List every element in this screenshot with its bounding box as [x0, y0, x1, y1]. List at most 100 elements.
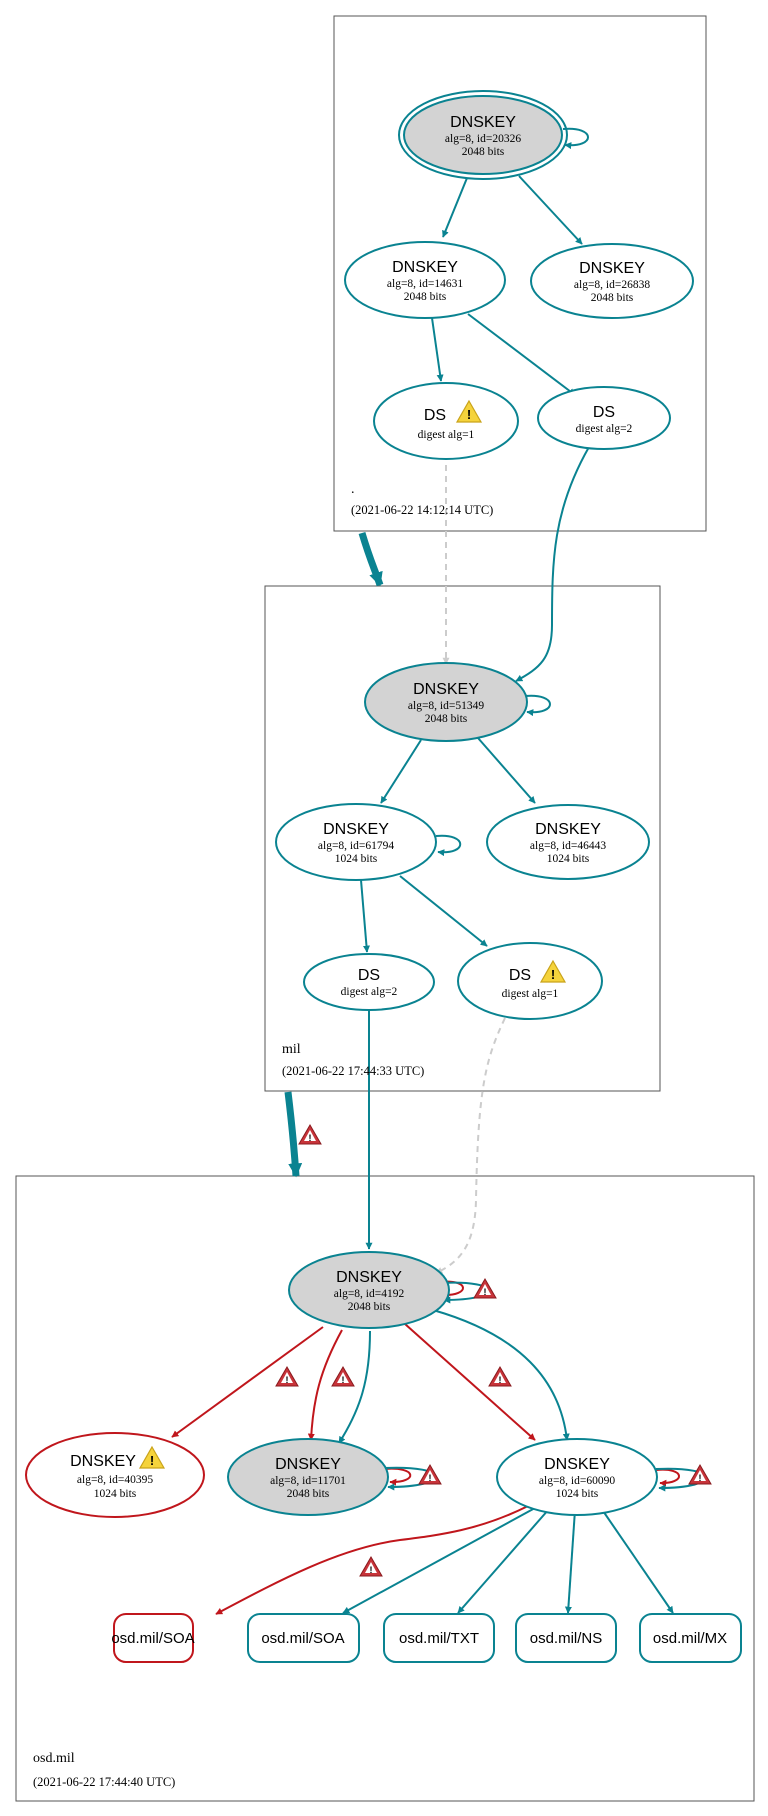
- error-icon: !: [298, 1124, 322, 1145]
- warning-icon: !: [539, 959, 567, 983]
- node-digest: digest alg=2: [576, 423, 633, 435]
- error-icon: !: [688, 1464, 712, 1485]
- error-icon: !: [331, 1366, 355, 1387]
- self-loop-60090-red: [655, 1468, 680, 1487]
- node-title: DNSKEY: [70, 1453, 136, 1470]
- rrset-osdmil-txt[interactable]: osd.mil/TXT: [383, 1613, 495, 1663]
- node-ds-mil-alg1[interactable]: DS ! digest alg=1: [457, 942, 603, 1020]
- svg-text:!: !: [499, 1375, 502, 1385]
- edge-20326-to-14631: [442, 177, 468, 238]
- edge-60090-to-ns: [564, 1509, 576, 1614]
- node-bits: 1024 bits: [547, 853, 590, 865]
- self-loop-20326: [562, 127, 589, 150]
- edge-14631-to-ds1: [431, 317, 444, 382]
- node-title: DS: [424, 407, 446, 424]
- rrset-label: osd.mil/SOA: [261, 1630, 344, 1647]
- node-dnskey-11701[interactable]: DNSKEY alg=8, id=11701 2048 bits: [227, 1438, 389, 1516]
- svg-text:!: !: [370, 1565, 373, 1575]
- node-title: DNSKEY: [323, 821, 389, 838]
- node-dnskey-14631[interactable]: DNSKEY alg=8, id=14631 2048 bits: [344, 241, 506, 319]
- edge-60090-to-txt: [457, 1508, 550, 1614]
- node-alg-id: alg=8, id=14631: [387, 278, 463, 290]
- delegation-mil-to-osdmil: [284, 1091, 303, 1178]
- node-alg-id: alg=8, id=51349: [408, 700, 484, 712]
- warning-icon: !: [455, 399, 483, 423]
- node-alg-id: alg=8, id=11701: [270, 1475, 346, 1487]
- node-title: DNSKEY: [392, 259, 458, 276]
- zone-osdmil-box: [15, 1175, 755, 1802]
- svg-text:!: !: [150, 1453, 154, 1468]
- rrset-label: osd.mil/TXT: [399, 1630, 479, 1647]
- zone-mil-box: [264, 585, 661, 1092]
- rrset-osdmil-ns[interactable]: osd.mil/NS: [515, 1613, 617, 1663]
- node-alg-id: alg=8, id=20326: [445, 133, 521, 145]
- svg-text:!: !: [286, 1375, 289, 1385]
- node-dnskey-61794[interactable]: DNSKEY alg=8, id=61794 1024 bits: [275, 803, 437, 881]
- rrset-osdmil-mx[interactable]: osd.mil/MX: [639, 1613, 742, 1663]
- node-bits: 2048 bits: [462, 146, 505, 158]
- edge-60090-to-mx: [600, 1507, 674, 1614]
- svg-text:!: !: [551, 967, 555, 982]
- edge-51349-to-46443: [477, 737, 536, 804]
- node-bits: 2048 bits: [591, 292, 634, 304]
- error-icon: !: [473, 1278, 497, 1299]
- edge-61794-to-ds2: [360, 879, 370, 953]
- node-alg-id: alg=8, id=60090: [539, 1475, 615, 1487]
- node-dnskey-40395[interactable]: DNSKEY ! alg=8, id=40395 1024 bits: [25, 1432, 205, 1518]
- node-ds-root-alg1[interactable]: DS ! digest alg=1: [373, 382, 519, 460]
- node-bits: 2048 bits: [425, 713, 468, 725]
- edge-4192-to-60090-red: [404, 1323, 536, 1441]
- node-title: DS: [509, 967, 531, 984]
- node-digest: digest alg=1: [502, 988, 559, 1000]
- svg-text:!: !: [342, 1375, 345, 1385]
- edge-ds1-to-4192-dashed: [435, 1017, 506, 1274]
- edge-60090-to-soa-teal: [342, 1507, 536, 1614]
- node-alg-id: alg=8, id=46443: [530, 840, 606, 852]
- svg-text:!: !: [699, 1473, 702, 1483]
- node-alg-id: alg=8, id=4192: [334, 1288, 405, 1300]
- node-dnskey-46443[interactable]: DNSKEY alg=8, id=46443 1024 bits: [486, 804, 650, 880]
- node-title: DNSKEY: [579, 260, 645, 277]
- node-bits: 1024 bits: [94, 1488, 137, 1500]
- rrset-osdmil-soa[interactable]: osd.mil/SOA: [247, 1613, 360, 1663]
- node-digest: digest alg=2: [341, 986, 398, 998]
- rrset-label: osd.mil/SOA: [111, 1630, 194, 1647]
- edge-4192-to-40395-red: [171, 1326, 324, 1438]
- svg-text:!: !: [467, 407, 471, 422]
- rrset-label: osd.mil/NS: [530, 1630, 603, 1647]
- self-loop-61794: [435, 834, 462, 857]
- error-icon: !: [275, 1366, 299, 1387]
- node-dnskey-51349[interactable]: DNSKEY alg=8, id=51349 2048 bits: [364, 662, 528, 742]
- node-alg-id: alg=8, id=61794: [318, 840, 394, 852]
- svg-text:!: !: [484, 1287, 487, 1297]
- zone-root-timestamp: (2021-06-22 14:12:14 UTC): [351, 503, 493, 517]
- error-icon: !: [418, 1464, 442, 1485]
- node-dnskey-60090[interactable]: DNSKEY alg=8, id=60090 1024 bits: [496, 1438, 658, 1516]
- node-bits: 2048 bits: [287, 1488, 330, 1500]
- node-title: DS: [358, 967, 380, 984]
- edge-60090-to-soa-red: [215, 1505, 529, 1615]
- node-title: DS: [593, 404, 615, 421]
- error-icon: !: [359, 1556, 383, 1577]
- node-title: DNSKEY: [275, 1456, 341, 1473]
- svg-text:!: !: [309, 1133, 312, 1143]
- svg-text:!: !: [429, 1473, 432, 1483]
- node-alg-id: alg=8, id=26838: [574, 279, 650, 291]
- zone-root-box: [333, 15, 707, 532]
- zone-mil-timestamp: (2021-06-22 17:44:33 UTC): [282, 1064, 424, 1078]
- node-dnskey-20326[interactable]: DNSKEY alg=8, id=20326 2048 bits: [398, 90, 568, 180]
- node-ds-root-alg2[interactable]: DS digest alg=2: [537, 386, 671, 450]
- self-loop-51349: [524, 694, 551, 717]
- rrset-osdmil-soa-bogus[interactable]: osd.mil/SOA: [111, 1613, 195, 1663]
- error-icon: !: [488, 1366, 512, 1387]
- node-title: DNSKEY: [336, 1269, 402, 1286]
- node-digest: digest alg=1: [418, 429, 475, 441]
- node-dnskey-26838[interactable]: DNSKEY alg=8, id=26838 2048 bits: [530, 243, 694, 319]
- zone-root-label: .: [351, 482, 355, 497]
- zone-osdmil-label: osd.mil: [33, 1751, 75, 1766]
- node-ds-mil-alg2[interactable]: DS digest alg=2: [303, 953, 435, 1011]
- edge-51349-to-61794: [380, 739, 422, 804]
- node-dnskey-4192[interactable]: DNSKEY alg=8, id=4192 2048 bits: [288, 1251, 450, 1329]
- node-title: DNSKEY: [544, 1456, 610, 1473]
